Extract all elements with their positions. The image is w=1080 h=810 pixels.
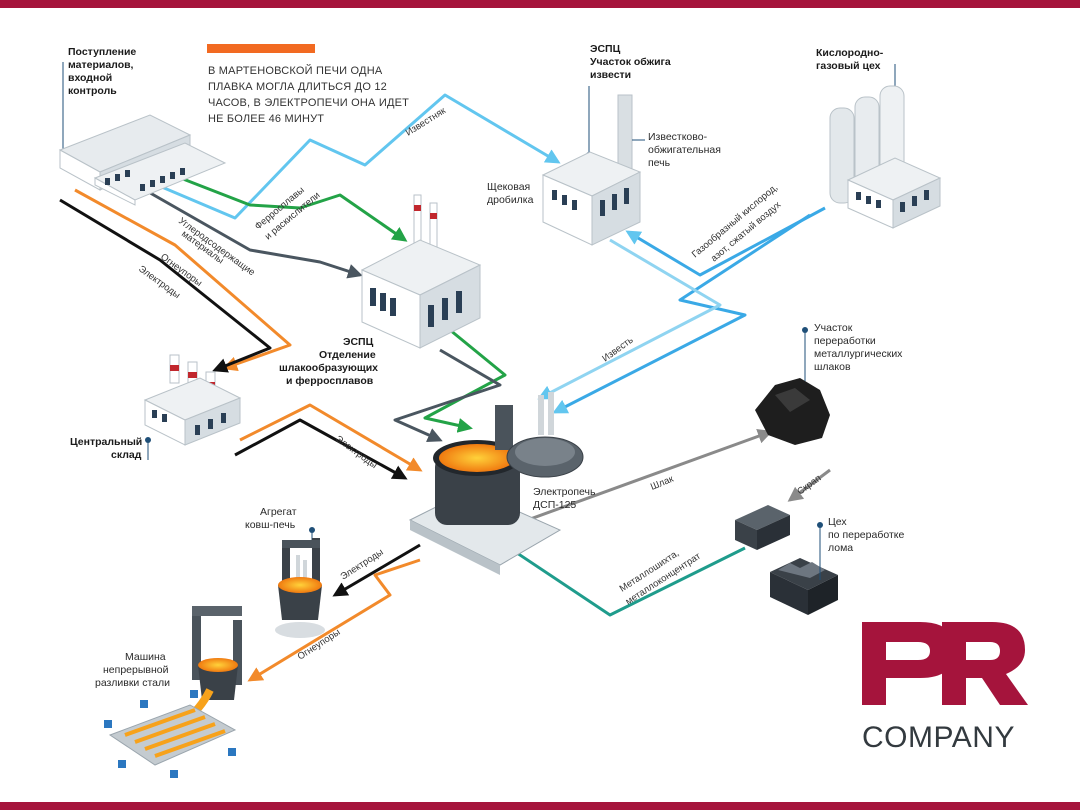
central-store-label-line-2: склад xyxy=(111,449,142,461)
note-line-3: ЧАСОВ, В ЭЛЕКТРОПЕЧИ ОНА ИДЕТ xyxy=(208,97,409,109)
flow-oxygen-line xyxy=(625,206,826,277)
ferroalloys-label-line-2: Отделение xyxy=(319,349,376,361)
flow-limestone-line xyxy=(149,93,561,220)
slag-pile-icon xyxy=(755,327,830,445)
flow-electrodes-2-line xyxy=(234,418,408,480)
ladle-furnace-label-line-2: ковш-печь xyxy=(245,519,296,531)
lime-plant-icon xyxy=(541,86,645,246)
ladle-furnace-icon xyxy=(275,527,325,638)
electric-arc-furnace-icon xyxy=(408,392,584,575)
flow-scrap-label: Скрап xyxy=(795,473,823,498)
slag-section-label-line-4: шлаков xyxy=(814,361,851,373)
oxygen-label-line-1: Кислородно- xyxy=(816,47,884,59)
ladle-furnace-label-line-1: Агрегат xyxy=(260,506,297,518)
top-frame-bar xyxy=(0,0,1080,8)
jaw-crusher-label-line-2: дробилка xyxy=(487,194,534,206)
oxygen-label-line-2: газовый цех xyxy=(816,60,881,72)
slag-section-label-line-2: переработки xyxy=(814,335,876,347)
central-store-icon xyxy=(143,354,242,460)
logo-company-word: COMPANY xyxy=(862,721,1015,754)
jaw-crusher-label-line-1: Щековая xyxy=(487,181,530,193)
note-line-2: ПЛАВКА МОГЛА ДЛИТЬСЯ ДО 12 xyxy=(208,81,387,93)
flow-lime-line xyxy=(537,238,722,400)
intake-warehouse-icon xyxy=(58,62,227,206)
lime-section-label-line-1: ЭСПЦ xyxy=(590,43,621,55)
continuous-caster-icon xyxy=(104,606,242,778)
flow-scrap-line xyxy=(787,468,831,502)
note-line-1: В МАРТЕНОВСКОЙ ПЕЧИ ОДНА xyxy=(208,64,383,77)
intake-label-line-3: входной xyxy=(68,72,112,84)
flow-electrodes-3-line xyxy=(332,543,421,597)
flow-lime-label: Известь xyxy=(600,335,635,365)
flow-store-to-eaf-orange-line xyxy=(239,403,423,472)
flow-refractories-2-line xyxy=(247,558,421,682)
eaf-label-line-1: Электропечь xyxy=(533,486,596,498)
flow-slag-line xyxy=(499,429,773,532)
flow-electrodes-3-label: Электроды xyxy=(339,547,386,583)
ferroalloys-label-line-4: и ферросплавов xyxy=(286,375,374,387)
oxygen-plant-icon xyxy=(829,64,942,229)
ferroalloys-plant-icon xyxy=(360,194,482,349)
intake-label-line-1: Поступление xyxy=(68,46,136,58)
pr-logo-icon xyxy=(862,622,1028,705)
bottom-frame-bar xyxy=(0,802,1080,810)
intake-label-line-4: контроль xyxy=(68,85,117,97)
ferroalloys-label-line-1: ЭСПЦ xyxy=(343,336,374,348)
slag-section-label-line-3: металлургических xyxy=(814,348,903,360)
eaf-label-line-2: ДСП-125 xyxy=(533,499,576,511)
scrap-shop-icon xyxy=(735,505,838,615)
caster-label-line-2: непрерывной xyxy=(103,664,169,676)
lime-kiln-label-line-1: Известково- xyxy=(648,131,708,143)
lime-kiln-label-line-3: печь xyxy=(648,157,671,169)
ferroalloys-label-line-3: шлакообразующих xyxy=(279,362,378,374)
caster-label-line-1: Машина xyxy=(125,651,166,663)
flow-metal-charge-line xyxy=(502,543,746,617)
flow-electrodes-2-label: Электроды xyxy=(333,434,379,472)
flow-lines xyxy=(59,93,831,682)
intake-label-line-2: материалов, xyxy=(68,59,134,71)
lime-kiln-label-line-2: обжигательная xyxy=(648,144,721,156)
flow-ferro-to-eaf-line xyxy=(423,328,507,433)
lime-section-label-line-2: Участок обжига xyxy=(590,56,671,68)
scrap-shop-label-line-2: по переработке xyxy=(828,529,904,541)
scrap-shop-label-line-1: Цех xyxy=(828,516,847,528)
flow-ferro-to-eaf-slate-line xyxy=(393,348,502,442)
flow-refractories-1-line xyxy=(74,188,292,372)
slag-section-label-line-1: Участок xyxy=(814,322,853,334)
flow-carbon-line xyxy=(144,188,363,279)
central-store-label-line-1: Центральный xyxy=(70,436,142,448)
scrap-shop-label-line-3: лома xyxy=(828,542,853,554)
lime-section-label-line-3: извести xyxy=(590,69,631,81)
note-accent-bar xyxy=(207,44,315,53)
flow-electrodes-1-line xyxy=(59,198,272,373)
flow-ferroalloys-line xyxy=(164,170,408,242)
caster-label-line-3: разливки стали xyxy=(95,677,170,689)
flow-slag-label: Шлак xyxy=(649,473,676,492)
note-line-4: НЕ БОЛЕЕ 46 МИНУТ xyxy=(208,113,324,125)
